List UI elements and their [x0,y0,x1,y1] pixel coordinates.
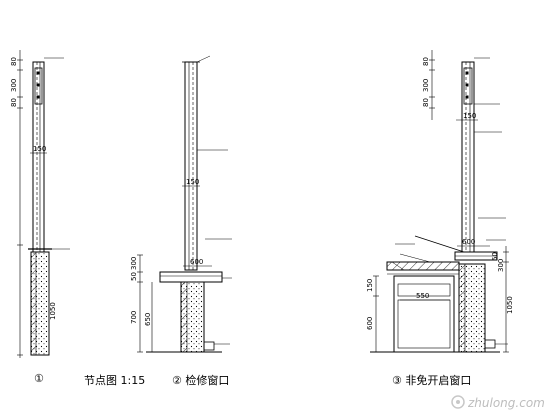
svg-text:zhulong.com: zhulong.com [467,396,545,410]
detail-3-dim-i: 150 [366,279,374,292]
detail-3-dim-a: 80 [422,57,430,66]
detail-1-dim-e: 1050 [49,302,57,320]
detail-3-dim-b: 300 [422,79,430,92]
detail-1-caption: ① [34,372,44,385]
detail-2-dim-300: 300 [130,257,138,270]
watermark: zhulong.com [451,395,545,410]
detail-3-dim-c: 80 [422,98,430,107]
detail-3 [370,50,509,353]
detail-1 [17,50,70,358]
detail-3-dim-d: 150 [463,112,476,120]
detail-1-dim-b: 300 [10,79,18,92]
detail-3-dim-g: 50 [491,252,499,261]
scale-note: 节点图 1:15 [84,374,145,387]
detail-2 [137,55,232,353]
detail-1-dim-c: 80 [10,98,18,107]
detail-2-dim-50: 50 [130,272,138,281]
detail-3-dim-h: 550 [416,292,429,300]
detail-3-dim-f: 300 [497,259,505,272]
detail-3-dim-k: 1050 [506,296,514,314]
detail-2-dim-650: 650 [144,313,152,326]
detail-1-dim-a: 80 [10,57,18,66]
detail-3-dim-j: 600 [366,317,374,330]
detail-3-dim-e: 600 [462,238,475,246]
detail-2-dim-150: 150 [186,178,199,186]
detail-2-caption: ② 检修窗口 [172,373,229,387]
detail-2-dim-700: 700 [130,311,138,324]
detail-3-caption: ③ 非免开启窗口 [392,373,471,387]
detail-2-dim-600: 600 [190,258,203,266]
detail-1-dim-d: 150 [33,145,46,153]
